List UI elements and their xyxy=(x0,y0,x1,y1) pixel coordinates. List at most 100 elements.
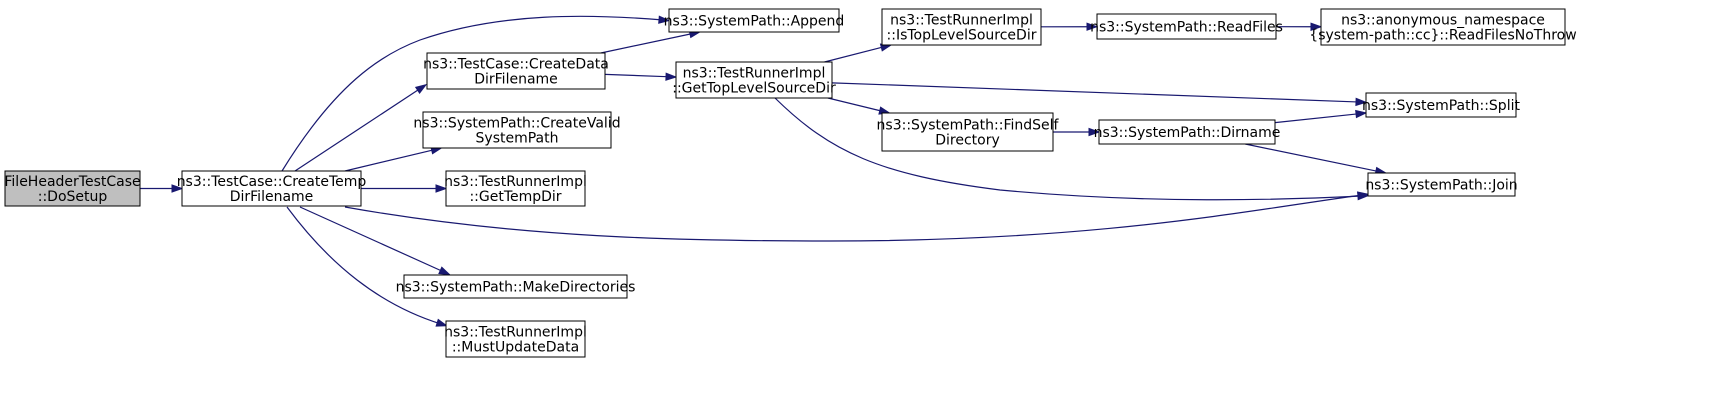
node-label: ns3::SystemPath::CreateValid xyxy=(413,116,620,132)
node-label: ns3::TestRunnerImpl xyxy=(683,66,826,82)
node-n13[interactable]: ns3::anonymous_namespace{system-path::cc… xyxy=(1309,8,1577,46)
arrowhead xyxy=(435,184,448,193)
node-n8[interactable]: ns3::TestRunnerImpl::GetTopLevelSourceDi… xyxy=(672,61,836,99)
node-n6[interactable]: ns3::SystemPath::MakeDirectories xyxy=(396,274,636,299)
edge-line xyxy=(294,87,422,172)
node-label: FileHeaderTestCase xyxy=(4,174,140,190)
node-box xyxy=(4,170,141,207)
node-n0[interactable]: FileHeaderTestCase::DoSetup xyxy=(4,170,141,207)
node-n7[interactable]: ns3::TestRunnerImpl::MustUpdateData xyxy=(444,320,587,358)
node-label: SystemPath xyxy=(476,131,559,147)
edge-line xyxy=(344,194,1363,242)
arrowhead xyxy=(1357,192,1370,201)
edge-n3-n2 xyxy=(600,30,702,54)
node-box xyxy=(1365,92,1517,118)
edge-n12-n15 xyxy=(1245,143,1388,175)
node-n5[interactable]: ns3::TestRunnerImpl::GetTempDir xyxy=(444,170,587,207)
edge-line xyxy=(281,15,664,172)
node-label: ns3::SystemPath::Append xyxy=(664,14,845,30)
edge-line xyxy=(344,149,433,172)
node-box xyxy=(881,112,1054,152)
edge-n1-n3 xyxy=(294,83,428,172)
edge-line xyxy=(824,46,883,63)
arrowhead xyxy=(1088,127,1101,137)
edge-line xyxy=(600,33,692,54)
arrowhead xyxy=(1355,97,1368,107)
node-n15[interactable]: ns3::SystemPath::Join xyxy=(1365,172,1518,197)
node-n11[interactable]: ns3::SystemPath::ReadFiles xyxy=(1090,13,1283,40)
node-box xyxy=(1098,119,1276,145)
node-box xyxy=(675,61,833,99)
arrowhead xyxy=(1310,22,1323,31)
node-box xyxy=(1367,172,1516,197)
edge-line xyxy=(1274,113,1358,124)
node-label: ::IsTopLevelSourceDir xyxy=(887,28,1037,44)
edge-line xyxy=(1245,143,1378,172)
node-label: ns3::TestRunnerImpl xyxy=(890,13,1033,29)
edge-n1-n6 xyxy=(299,206,451,276)
node-n12[interactable]: ns3::SystemPath::Dirname xyxy=(1094,119,1281,145)
edge-n8-n10 xyxy=(827,97,891,115)
node-n14[interactable]: ns3::SystemPath::Split xyxy=(1362,92,1520,118)
edge-n12-n14 xyxy=(1274,109,1368,124)
edge-n1-n5 xyxy=(361,184,448,193)
node-box xyxy=(445,320,586,358)
node-label: Directory xyxy=(935,133,1000,149)
arrowhead xyxy=(658,15,671,24)
node-label: DirFilename xyxy=(474,72,558,88)
node-box xyxy=(445,170,586,207)
node-label: {system-path::cc}::ReadFilesNoThrow xyxy=(1309,28,1576,44)
edge-line xyxy=(827,97,881,112)
node-label: ns3::TestRunnerImpl xyxy=(444,325,587,341)
node-label: ns3::SystemPath::MakeDirectories xyxy=(396,280,636,296)
node-label: ns3::SystemPath::FindSelf xyxy=(877,118,1060,134)
edge-line xyxy=(286,206,442,325)
node-n2[interactable]: ns3::SystemPath::Append xyxy=(664,8,845,33)
node-label: ::GetTempDir xyxy=(469,189,561,205)
arrowhead xyxy=(1086,22,1099,31)
node-label: ns3::TestCase::CreateData xyxy=(423,57,609,73)
arrowhead xyxy=(171,184,184,193)
node-box xyxy=(181,170,362,207)
node-box xyxy=(1096,13,1277,40)
node-label: ::DoSetup xyxy=(38,189,108,205)
arrowhead xyxy=(435,318,449,327)
edge-n8-n9 xyxy=(824,43,893,63)
node-label: DirFilename xyxy=(230,189,314,205)
node-label: ns3::SystemPath::ReadFiles xyxy=(1090,20,1283,36)
arrowhead xyxy=(414,83,428,94)
edge-n1-n2 xyxy=(281,15,671,172)
edge-n3-n8 xyxy=(604,72,678,81)
node-label: ns3::SystemPath::Split xyxy=(1362,98,1520,114)
node-box xyxy=(426,52,606,90)
node-label: ns3::TestCase::CreateTemp xyxy=(177,174,367,190)
edge-n11-n13 xyxy=(1275,22,1323,31)
edge-n10-n12 xyxy=(1053,127,1101,137)
node-label: ns3::SystemPath::Join xyxy=(1365,178,1517,194)
node-label: ns3::SystemPath::Dirname xyxy=(1094,125,1281,141)
node-label: ::MustUpdateData xyxy=(452,340,579,356)
node-box xyxy=(422,111,612,149)
edge-n8-n15 xyxy=(774,97,1370,201)
node-label: ::GetTopLevelSourceDir xyxy=(672,81,836,97)
call-graph-nodes: FileHeaderTestCase::DoSetup ns3::TestCase… xyxy=(4,8,1577,358)
node-box xyxy=(403,274,628,299)
edge-line xyxy=(831,82,1358,103)
arrowhead xyxy=(665,72,678,81)
arrowhead xyxy=(438,266,451,276)
node-box xyxy=(668,8,840,33)
node-n9[interactable]: ns3::TestRunnerImpl::IsTopLevelSourceDir xyxy=(881,8,1042,46)
edge-n1-n7 xyxy=(286,206,449,327)
edge-line xyxy=(299,206,445,273)
node-label: ns3::anonymous_namespace xyxy=(1341,13,1545,29)
arrowhead xyxy=(1355,109,1368,119)
node-box xyxy=(881,8,1042,46)
node-box xyxy=(1320,8,1566,46)
edge-n8-n14 xyxy=(831,82,1368,107)
node-label: ns3::TestRunnerImpl xyxy=(444,174,587,190)
